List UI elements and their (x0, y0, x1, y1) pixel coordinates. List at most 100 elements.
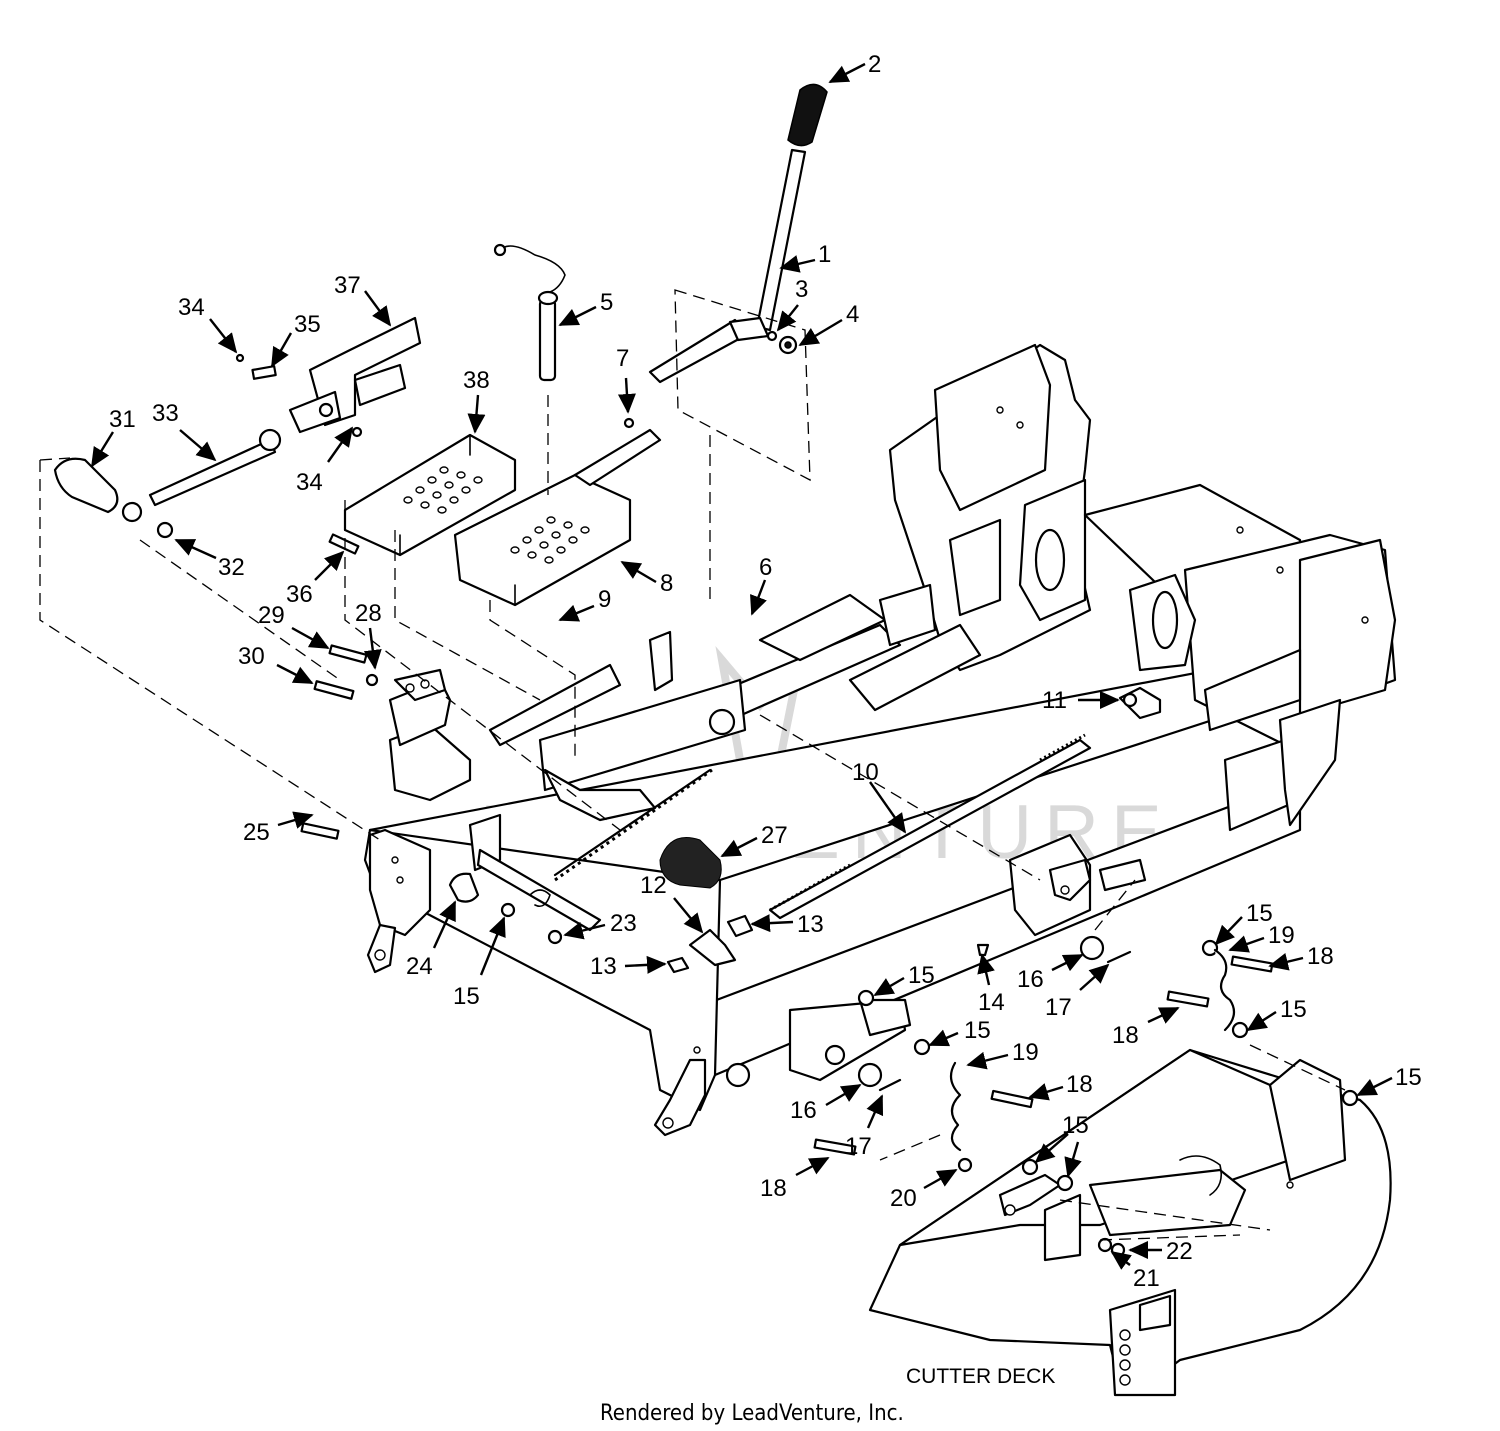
svg-text:34: 34 (178, 294, 205, 321)
plate-holes (403, 466, 590, 564)
spring-and-rod (448, 686, 1162, 974)
cutter-deck (868, 1048, 1392, 1397)
callout-12: 12 (640, 872, 704, 934)
svg-text:28: 28 (355, 600, 382, 627)
callout-15c: 15 (928, 1017, 991, 1047)
svg-text:15: 15 (1280, 996, 1307, 1023)
svg-text:38: 38 (463, 367, 490, 394)
callout-5: 5 (558, 289, 613, 327)
lift-handle-assembly (648, 83, 828, 384)
callout-4: 4 (798, 301, 859, 347)
callout-22: 22 (1128, 1238, 1193, 1265)
callout-11: 11 (1042, 687, 1120, 714)
svg-text:34: 34 (296, 469, 323, 496)
svg-text:27: 27 (761, 822, 788, 849)
svg-text:11: 11 (1042, 687, 1067, 714)
callout-37: 37 (334, 272, 392, 327)
callout-36: 36 (286, 550, 345, 608)
svg-text:30: 30 (238, 643, 265, 670)
shaft-bracket (573, 417, 662, 487)
svg-text:13: 13 (590, 953, 617, 980)
callout-13a: 13 (750, 911, 824, 938)
callout-15e: 15 (1246, 996, 1307, 1032)
callout-15f: 15 (1356, 1064, 1422, 1097)
left-fasteners (300, 533, 447, 840)
svg-text:8: 8 (660, 570, 673, 597)
svg-text:19: 19 (1268, 922, 1295, 949)
callout-17b: 17 (845, 1094, 884, 1160)
callout-18b: 18 (1112, 1006, 1180, 1049)
callout-15a: 15 (453, 916, 506, 1010)
svg-text:35: 35 (294, 311, 321, 338)
svg-text:16: 16 (1017, 966, 1044, 993)
callout-31: 31 (90, 406, 136, 468)
svg-text:25: 25 (243, 819, 270, 846)
svg-text:24: 24 (406, 953, 433, 980)
svg-text:1: 1 (818, 241, 831, 268)
svg-text:5: 5 (600, 289, 613, 316)
callout-27: 27 (720, 822, 788, 858)
callout-2: 2 (828, 51, 881, 84)
svg-text:29: 29 (258, 602, 285, 629)
svg-text:7: 7 (616, 345, 629, 372)
callout-9: 9 (558, 586, 611, 622)
callout-18c: 18 (1028, 1071, 1093, 1101)
callout-15h (1064, 1141, 1082, 1178)
svg-text:9: 9 (598, 586, 611, 613)
svg-text:10: 10 (852, 759, 879, 786)
callout-13b: 13 (590, 953, 667, 980)
callout-8: 8 (620, 560, 673, 597)
callout-18a: 18 (1268, 943, 1334, 971)
callout-20: 20 (890, 1168, 958, 1212)
callout-18d: 18 (760, 1156, 830, 1202)
svg-text:22: 22 (1166, 1238, 1193, 1265)
callout-32: 32 (174, 538, 245, 581)
footer-credit: Rendered by LeadVenture, Inc. (600, 1401, 904, 1426)
svg-text:33: 33 (152, 400, 179, 427)
svg-text:21: 21 (1133, 1265, 1160, 1292)
svg-text:15: 15 (453, 983, 480, 1010)
foot-plates (343, 433, 632, 607)
callout-6: 6 (750, 554, 772, 616)
callout-23: 23 (563, 910, 637, 940)
svg-text:23: 23 (610, 910, 637, 937)
svg-text:18: 18 (760, 1175, 787, 1202)
callout-15g: 15 (1034, 1112, 1089, 1164)
deck-hangers (813, 935, 1359, 1258)
callout-21: 21 (1110, 1250, 1160, 1292)
svg-text:6: 6 (759, 554, 772, 581)
svg-text:32: 32 (218, 554, 245, 581)
callout-15d: 15 (1214, 900, 1273, 946)
svg-text:37: 37 (334, 272, 361, 299)
callout-34a: 34 (178, 294, 238, 354)
callout-30: 30 (238, 643, 314, 685)
callout-34b: 34 (296, 426, 354, 496)
callout-29: 29 (258, 602, 330, 650)
callout-16a: 16 (1017, 953, 1084, 993)
svg-text:19: 19 (1012, 1039, 1039, 1066)
alignment-lines (39, 289, 1346, 1241)
svg-text:31: 31 (109, 406, 136, 433)
callout-15b: 15 (873, 962, 935, 997)
svg-text:15: 15 (964, 1017, 991, 1044)
callout-19a: 19 (1228, 922, 1295, 953)
callout-28: 28 (355, 600, 382, 670)
svg-text:12: 12 (640, 872, 667, 899)
svg-text:15: 15 (908, 962, 935, 989)
callout-10: 10 (852, 759, 907, 834)
callout-14: 14 (977, 953, 1005, 1016)
callout-17a: 17 (1045, 963, 1110, 1021)
callout-16b: 16 (790, 1083, 862, 1124)
svg-text:4: 4 (846, 301, 859, 328)
svg-text:2: 2 (868, 51, 881, 78)
callout-3: 3 (776, 276, 808, 332)
hitch-pin (493, 243, 566, 382)
svg-text:20: 20 (890, 1185, 917, 1212)
svg-text:15: 15 (1246, 900, 1273, 927)
callout-24: 24 (406, 900, 457, 980)
callout-33: 33 (152, 400, 217, 462)
callouts: 1 2 3 4 5 6 7 8 9 10 11 12 13 13 14 15 1… (90, 51, 1422, 1292)
main-frame (363, 343, 1397, 1137)
callout-1: 1 (779, 241, 831, 273)
